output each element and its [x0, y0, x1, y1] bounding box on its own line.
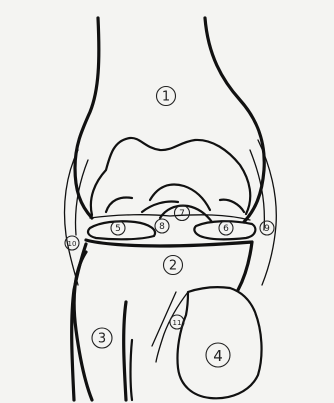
label-number: 11: [173, 319, 182, 327]
label-number: 4: [213, 347, 223, 365]
label-number: 7: [179, 209, 185, 219]
label-number: 3: [98, 332, 106, 347]
label-number: 9: [264, 224, 270, 234]
label-number: 1: [162, 90, 170, 105]
label-number: 6: [223, 224, 229, 234]
label-number: 2: [169, 259, 177, 274]
label-number: 8: [159, 222, 165, 232]
label-number: 10: [68, 240, 77, 248]
label-number: 5: [115, 224, 121, 234]
